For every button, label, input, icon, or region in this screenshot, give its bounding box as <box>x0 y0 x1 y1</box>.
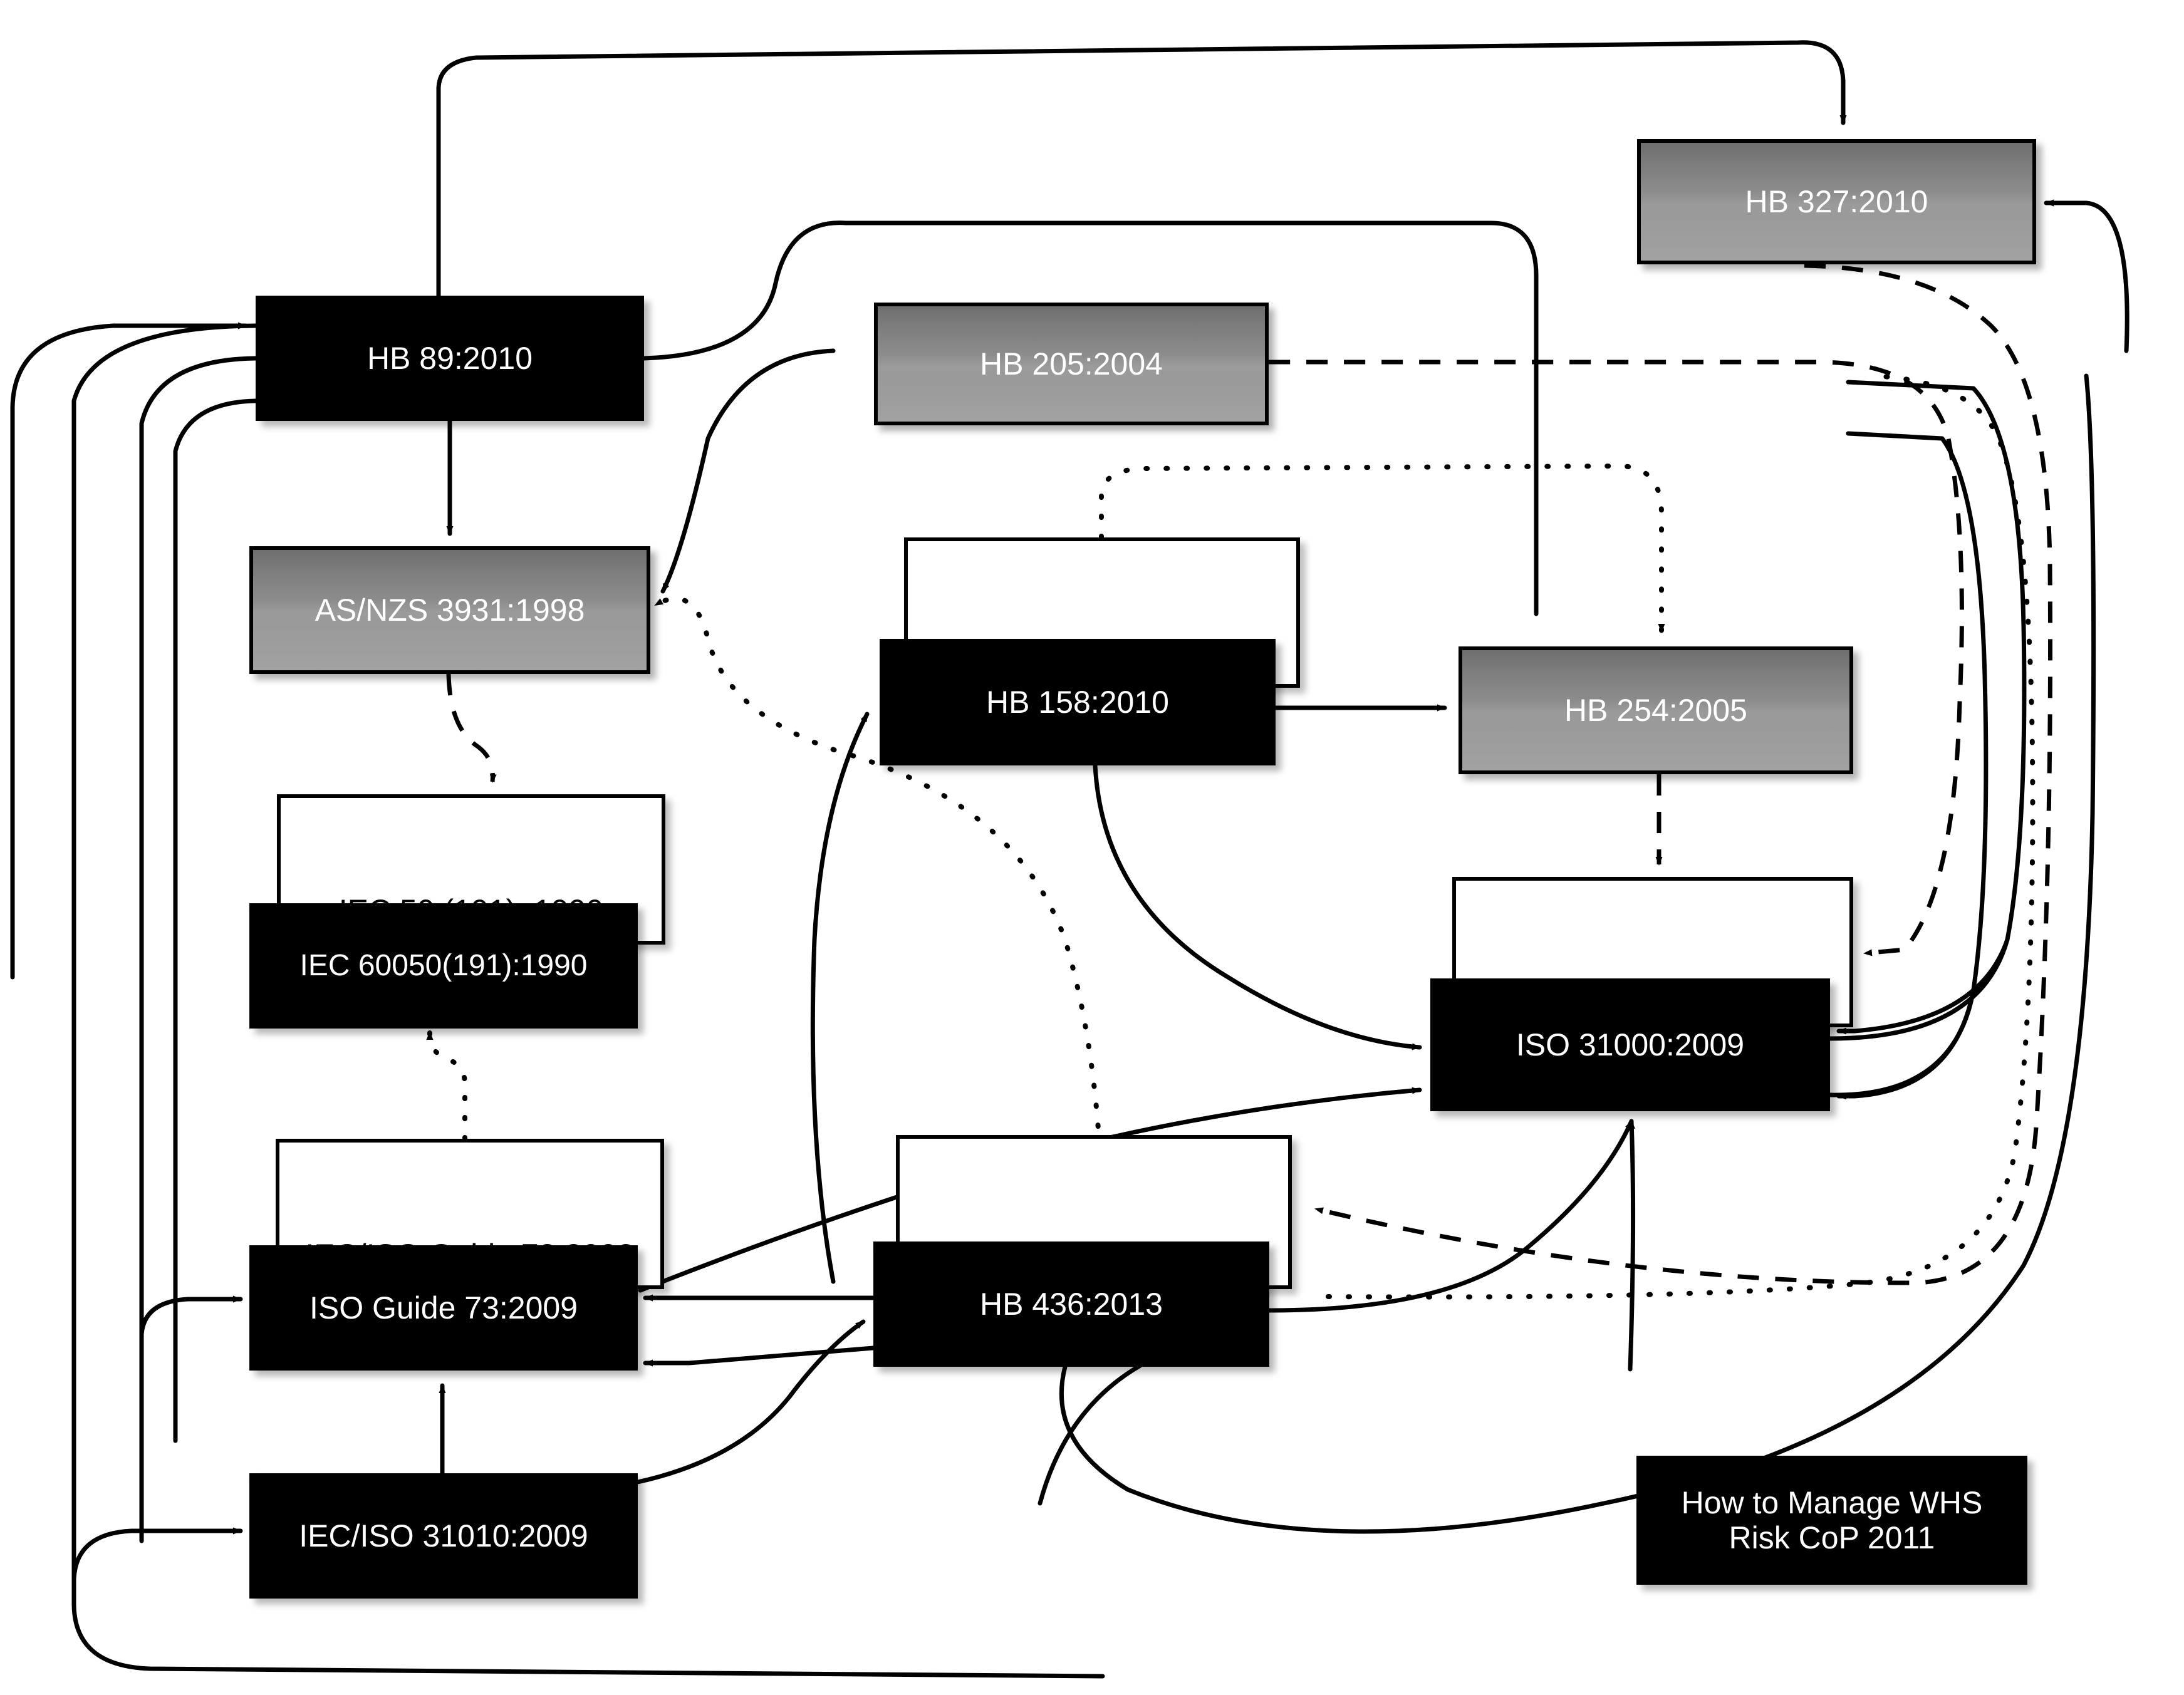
node-iec-iso-31010-2009[interactable]: IEC/ISO 31010:2009 <box>249 1473 638 1599</box>
edge-left-loop-1 <box>71 323 1105 1679</box>
edge-guide73b-iec60050 <box>426 1030 467 1141</box>
node-label: IEC/ISO 31010:2009 <box>299 1518 588 1553</box>
edge-into-iso31000-right-a <box>1836 937 2010 1035</box>
edge-right-loop-iso31000-a <box>1828 380 2027 1041</box>
edge-3931-iec50 <box>446 673 497 783</box>
edge-right-to-hb327 <box>2044 199 2129 353</box>
edge-left-into-31010 <box>71 1527 243 1581</box>
node-label: IEC 60050(191):1990 <box>299 949 588 983</box>
edge-hb436-bottom-sweep <box>1059 373 2096 1534</box>
edge-into-iso31000-right-b <box>1836 987 1976 1100</box>
edge-into-hb158-left <box>810 712 870 1284</box>
edge-left-into-guide73 <box>139 1295 243 1337</box>
node-hb-89-2010[interactable]: HB 89:2010 <box>256 296 644 421</box>
node-iso-guide-73-2009[interactable]: ISO Guide 73:2009 <box>249 1245 638 1371</box>
edge-left-arrow-into-hb89 <box>10 322 248 980</box>
edge-hb158-iso31000 <box>1093 763 1422 1050</box>
node-iso-31000-2009[interactable]: ISO 31000:2009 <box>1430 978 1830 1111</box>
edge-31010-hb436 <box>635 1319 866 1485</box>
node-label: HB 205:2004 <box>980 346 1163 381</box>
edge-left-loop-3 <box>173 398 258 1443</box>
node-iec-60050-191-1990[interactable]: IEC 60050(191):1990 <box>249 903 638 1029</box>
node-label: HB 158:2010 <box>986 685 1169 720</box>
edge-left-loop-2 <box>139 356 258 1543</box>
edge-into-3931-right <box>660 348 836 594</box>
edge-hb436-guide73-b <box>643 1345 876 1367</box>
node-hb-254-2005[interactable]: HB 254:2005 <box>1459 646 1853 774</box>
node-hb-205-2004[interactable]: HB 205:2004 <box>874 303 1269 425</box>
node-label: HB 254:2005 <box>1564 693 1747 728</box>
edge-hb89-right-curve <box>642 220 1539 616</box>
edge-right-loop-iso31000-b <box>1828 431 1989 1097</box>
node-label: HB 436:2013 <box>980 1287 1163 1322</box>
edge-hb436-up-hb158 <box>1037 1363 1143 1506</box>
node-label: ISO Guide 73:2009 <box>309 1290 578 1325</box>
edge-hb327-hb436b <box>1314 263 2053 1285</box>
node-hb-158-2010[interactable]: HB 158:2010 <box>880 639 1276 765</box>
node-label: AS/NZS 3931:1998 <box>315 593 585 628</box>
edge-dotted-right-loop <box>1326 373 2036 1300</box>
edge-hb436-iso31000 <box>1267 1119 1634 1313</box>
edge-up-into-iso31000 <box>1628 1119 1636 1372</box>
node-label: ISO 31000:2009 <box>1516 1027 1745 1062</box>
node-label: HB 327:2010 <box>1745 184 1928 219</box>
edge-hb89-hb327 <box>436 40 1847 298</box>
node-hb-327-2010[interactable]: HB 327:2010 <box>1637 139 2036 264</box>
node-label: How to Manage WHS Risk CoP 2011 <box>1681 1485 1983 1555</box>
node-how-to-manage-whs-risk-cop-2011[interactable]: How to Manage WHS Risk CoP 2011 <box>1636 1456 2027 1585</box>
node-as-nzs-3931-1998[interactable]: AS/NZS 3931:1998 <box>249 546 650 674</box>
node-hb-436-2013[interactable]: HB 436:2013 <box>873 1241 1269 1367</box>
edge-hb205-asnzs4360 <box>1269 360 1964 956</box>
node-label: HB 89:2010 <box>367 341 533 376</box>
